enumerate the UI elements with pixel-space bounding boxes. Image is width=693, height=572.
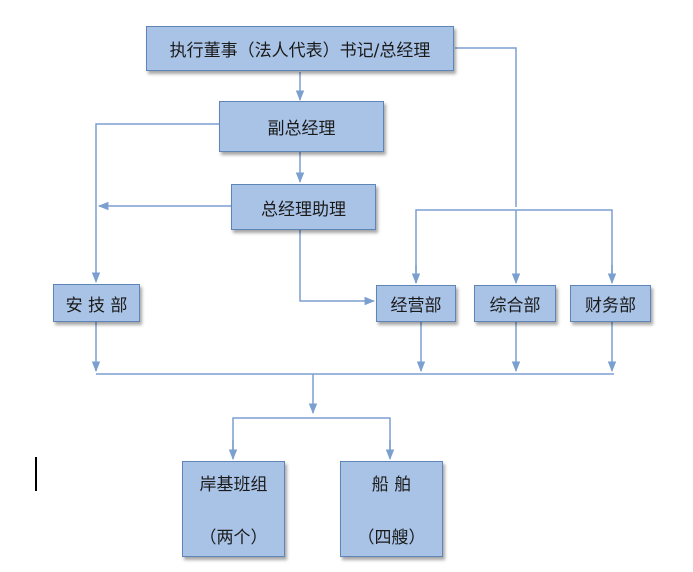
node-shore-teams-line1: 岸基班组 <box>199 475 268 495</box>
node-shore-teams-line2: （两个） <box>199 528 268 548</box>
node-deputy-gm: 副总经理 <box>219 101 384 152</box>
node-ships-line2: （四艘） <box>357 528 426 548</box>
node-business-dept: 经营部 <box>376 285 456 322</box>
connector-right-distribution <box>415 209 613 282</box>
connector-split <box>232 417 391 458</box>
node-business-dept-label: 经营部 <box>390 296 442 316</box>
connector-assistant-business <box>299 230 376 306</box>
node-gm-assistant-label: 总经理助理 <box>261 199 346 220</box>
node-safety-tech-dept: 安 技 部 <box>53 284 140 322</box>
node-safety-tech-dept-label: 安 技 部 <box>65 295 128 316</box>
node-ships-line1: 船 舶 <box>371 475 412 495</box>
node-finance-dept-label: 财务部 <box>585 296 636 316</box>
connector-top-right <box>455 47 517 207</box>
connector-deputy-safety <box>91 123 219 284</box>
node-shore-teams: 岸基班组 （两个） <box>182 461 285 557</box>
node-ships: 船 舶 （四艘） <box>340 461 443 557</box>
node-deputy-gm-label: 副总经理 <box>267 119 336 139</box>
node-general-dept-label: 综合部 <box>489 296 541 316</box>
text-cursor <box>35 457 37 491</box>
node-general-dept: 综合部 <box>474 285 556 322</box>
node-finance-dept: 财务部 <box>570 285 651 322</box>
node-executive-director: 执行董事（法人代表）书记/总经理 <box>146 26 454 71</box>
node-gm-assistant: 总经理助理 <box>231 184 376 230</box>
node-executive-director-label: 执行董事（法人代表）书记/总经理 <box>169 41 431 61</box>
